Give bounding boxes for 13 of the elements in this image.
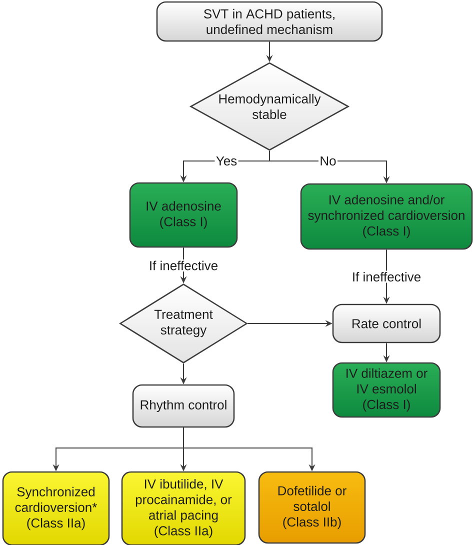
edge-label: No: [318, 155, 338, 167]
treatment-box: IV ibutilide, IV procainamide, or atrial pacing (Class IIa): [121, 471, 246, 545]
treatment-box: IV adenosine (Class I): [129, 182, 238, 248]
edge-label: If ineffective: [350, 270, 422, 283]
process-box: Rate control: [332, 304, 441, 344]
process-box: Rhythm control: [132, 384, 235, 428]
treatment-box: Dofetilide or sotalol (Class IIb): [258, 471, 366, 544]
treatment-box: IV diltiazem or IV esmolol (Class I): [332, 362, 441, 418]
start-box: SVT in ACHD patients, undefined mechanism: [156, 1, 383, 42]
edge-label: If ineffective: [148, 260, 220, 272]
treatment-box: IV adenosine and/or synchronized cardioversion (Class I): [300, 183, 473, 250]
edge-label: Yes: [214, 155, 238, 167]
treatment-box: Synchronized cardioversion* (Class IIa): [2, 471, 110, 545]
